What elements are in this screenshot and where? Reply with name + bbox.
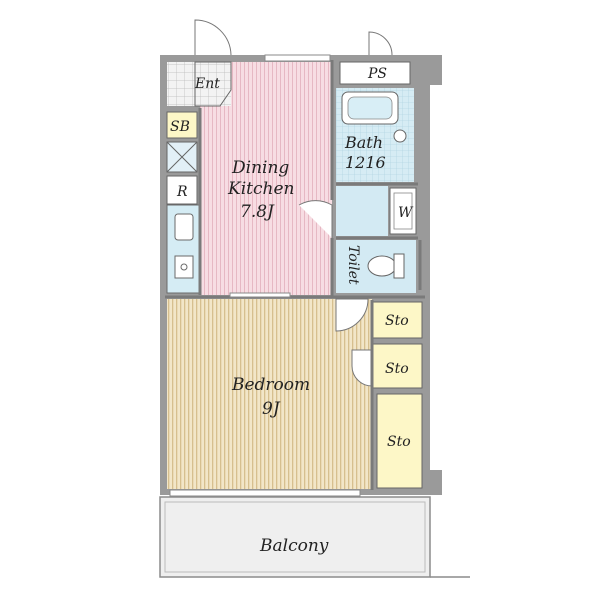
label-ps: PS: [367, 66, 387, 82]
label-dk-size: 7.8J: [240, 202, 275, 222]
label-ent: Ent: [194, 76, 220, 92]
burner-icon: [180, 263, 188, 271]
toilet-icon: [367, 255, 397, 277]
label-balcony: Balcony: [259, 536, 329, 556]
kitchen-sink: [174, 213, 194, 241]
label-r: R: [176, 184, 188, 200]
label-toilet: Toilet: [345, 245, 361, 285]
label-bath: Bath: [344, 133, 383, 152]
label-dk-2: Kitchen: [227, 179, 294, 199]
ps-box: [339, 61, 411, 85]
balcony-floor: [159, 496, 431, 578]
entrance-door-swing: [194, 19, 232, 56]
washroom-floor: [336, 186, 388, 236]
partition-walls: [165, 60, 425, 490]
bedroom-door-swing: [335, 298, 369, 332]
label-bedroom: Bedroom: [231, 375, 310, 395]
shoe-box: [166, 111, 198, 139]
entrance-floor: [167, 62, 231, 106]
label-w: W: [398, 205, 414, 221]
kitchen-stove: [174, 255, 194, 279]
label-sto-1: Sto: [385, 313, 409, 329]
storage-1: [371, 301, 423, 339]
wash-basin-icon: [393, 129, 407, 143]
label-bedroom-size: 9J: [262, 399, 281, 419]
label-sto-3: Sto: [387, 434, 411, 450]
ps-door-swing: [368, 31, 393, 56]
label-bath-size: 1216: [345, 153, 386, 172]
washroom-door-swing: [298, 200, 333, 238]
storage-3: [376, 393, 423, 489]
cross-icon: [166, 141, 198, 173]
label-dk-1: Dining: [231, 158, 289, 178]
refrigerator: [166, 175, 198, 205]
label-sto-2: Sto: [385, 361, 409, 377]
storage-2: [371, 343, 423, 389]
label-sb: SB: [170, 119, 190, 135]
windows: [169, 54, 361, 497]
